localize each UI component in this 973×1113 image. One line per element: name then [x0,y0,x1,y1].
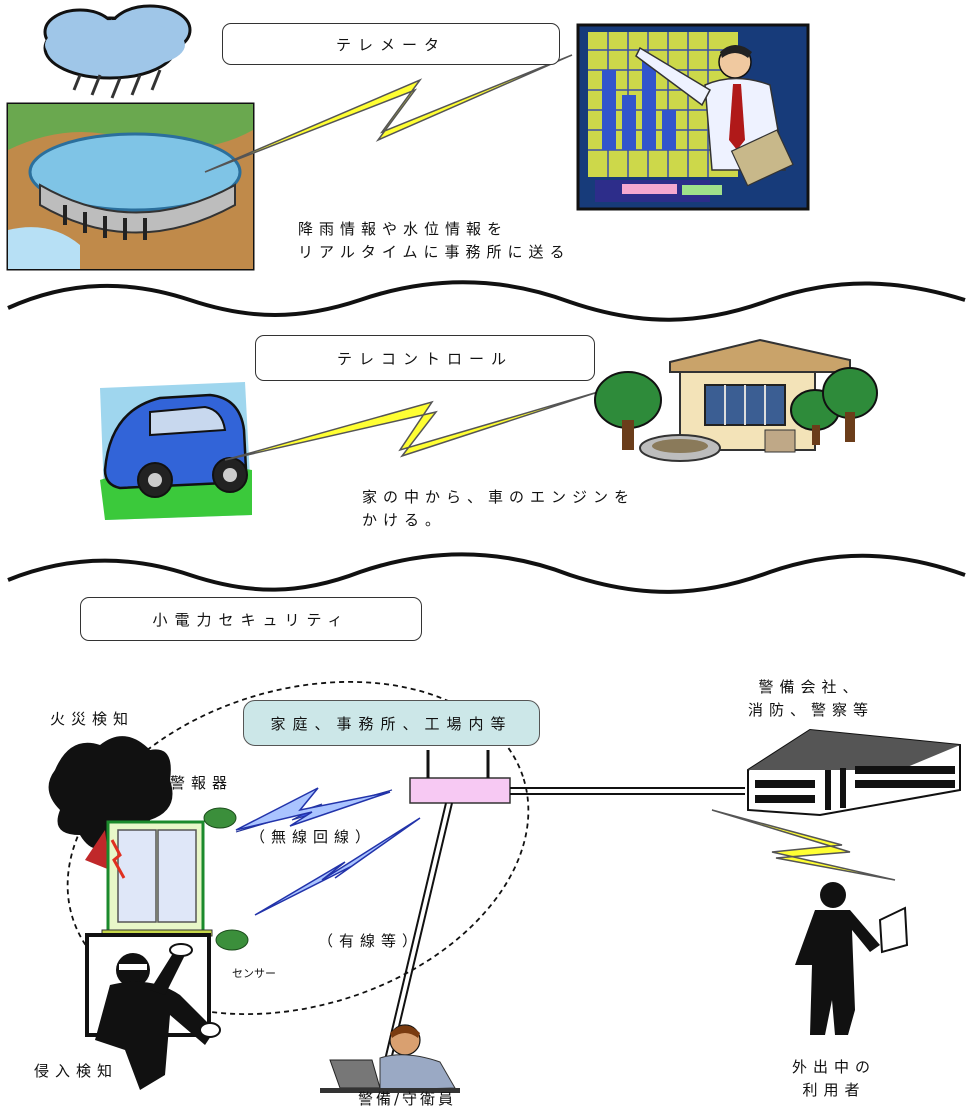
lightning-bolt-1 [204,54,573,173]
window-illustration [101,820,213,937]
guard-at-laptop-illustration [320,1024,460,1093]
security-building-icon [747,728,961,817]
presenter-illustration [576,23,810,211]
wireless-line-label: （無線回線） [250,828,377,846]
car-illustration [100,382,252,520]
wired-line-to-guard [384,802,453,1061]
wireless-bolt-1-body [235,787,391,831]
intruder-illustration [85,933,221,1090]
telecontrol-description: 家の中から、車のエンジンを かける。 [362,486,635,532]
wireless-bolt-2 [254,817,421,916]
telecontrol-desc-line2: かける。 [362,511,447,529]
alarm-label: 警報器 [170,774,234,792]
fire-detection-label: 火災検知 [50,710,135,728]
house-illustration [594,338,878,462]
section-title-telemeter: テレメータ [222,23,560,65]
telemeter-desc-line2: リアルタイムに事務所に送る [298,243,571,261]
wired-line-to-security [510,787,745,795]
outside-user-silhouette [795,882,909,1035]
telemeter-desc-line1: 降雨情報や水位情報を [298,220,509,238]
user-label-line1: 外出中の [792,1058,877,1076]
security-label-line1: 警備会社、 [758,678,864,696]
telemeter-title-text: テレメータ [335,35,446,54]
guard-label: 警備/守衛員 [358,1090,457,1108]
wave-separator-1 [7,280,966,322]
premises-zone-label: 家庭、事務所、工場内等 [243,700,540,746]
sensor-label: センサー [232,967,276,980]
dam-rain-illustration [6,4,255,271]
intrusion-detection-label: 侵入検知 [34,1062,119,1080]
zone-label-text: 家庭、事務所、工場内等 [270,714,513,733]
security-title-text: 小電力セキュリティ [152,610,350,629]
outside-user-label: 外出中の 利用者 [792,1056,876,1102]
telemeter-description: 降雨情報や水位情報を リアルタイムに事務所に送る [298,218,571,264]
telecontrol-desc-line1: 家の中から、車のエンジンを [362,488,636,506]
user-label-line2: 利用者 [802,1081,866,1099]
telecontrol-title-text: テレコントロール [336,349,513,368]
wired-line-label: （有線等） [318,932,424,950]
section-title-telecontrol: テレコントロール [255,335,595,381]
intrusion-sensor-icon [215,929,249,951]
coverage-area-dashed-ellipse [66,680,530,1016]
alarm-sensor-icon [203,807,237,829]
section-title-low-power-security: 小電力セキュリティ [80,597,422,641]
wave-separator-2 [7,552,966,594]
lightning-bolt-user [711,809,896,881]
router-box [409,750,511,804]
lightning-bolt-2 [224,391,599,461]
security-label-line2: 消防、警察等 [748,701,875,719]
security-company-label: 警備会社、 消防、警察等 [748,676,874,722]
